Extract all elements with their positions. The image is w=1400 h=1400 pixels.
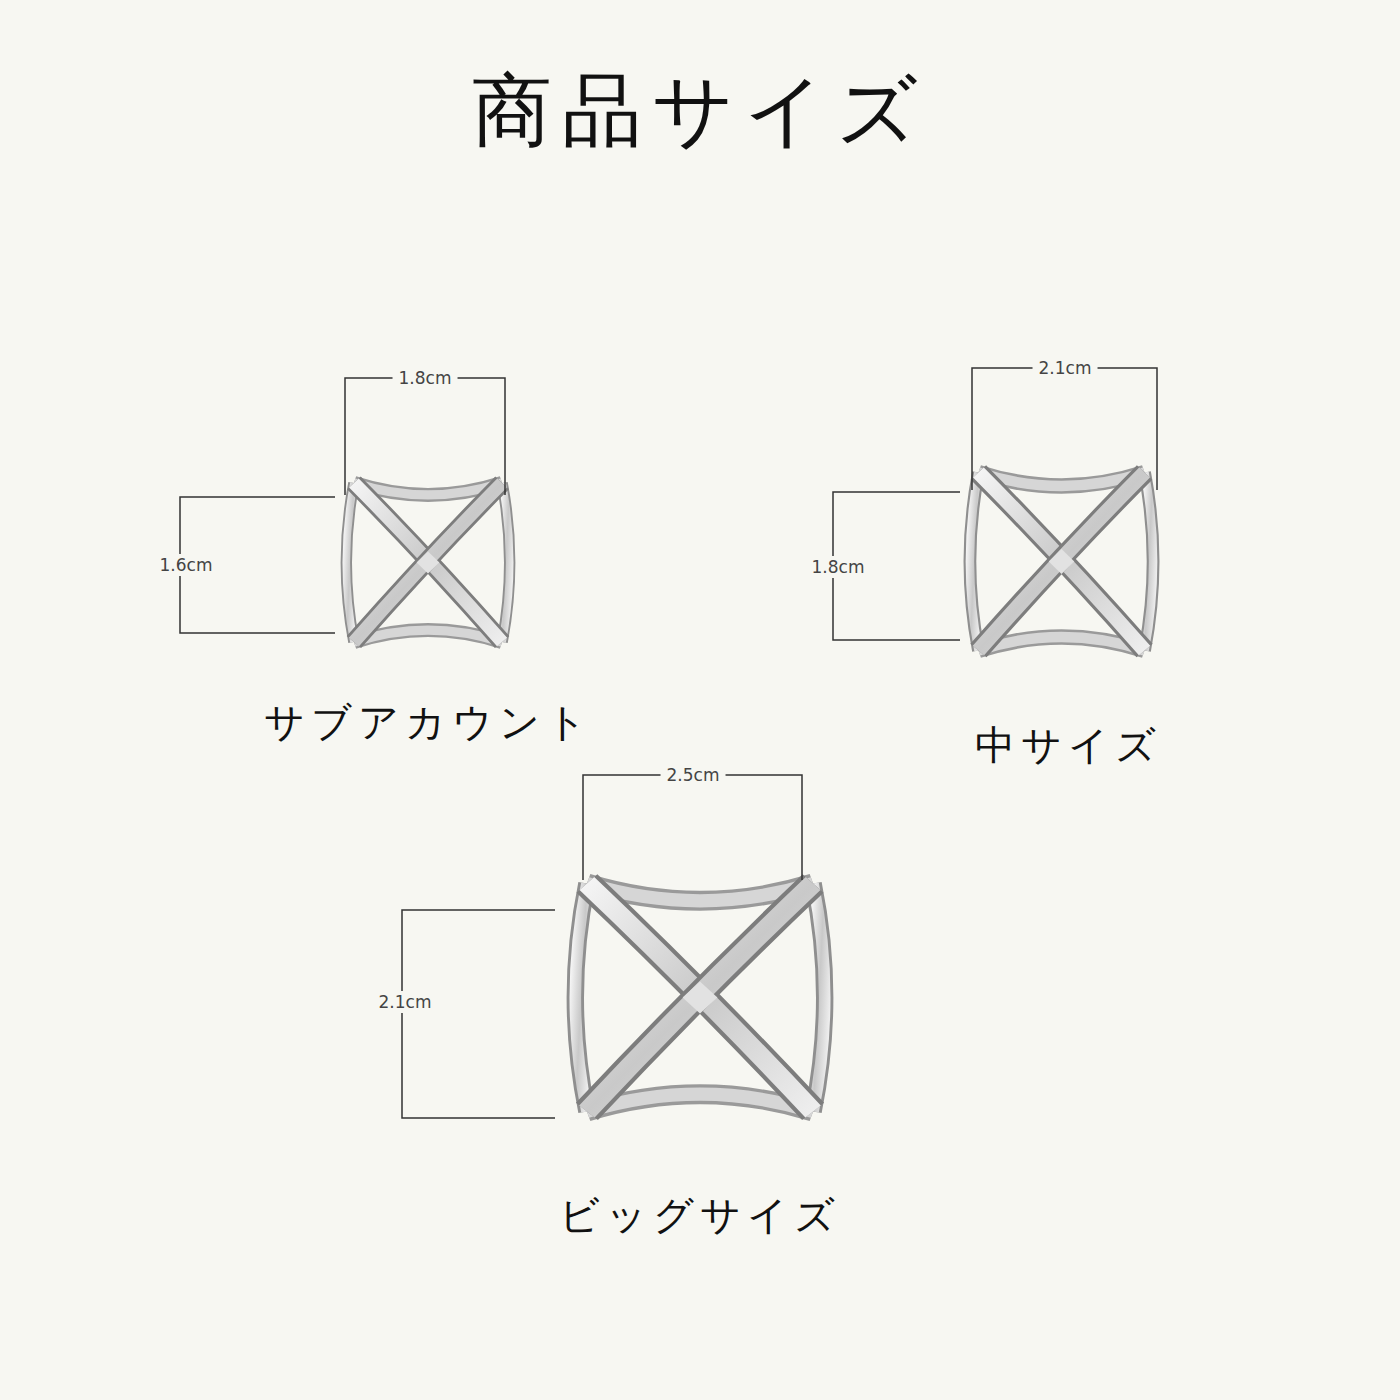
dimension-label: 2.1cm	[373, 991, 438, 1013]
height-bracket	[402, 910, 555, 1118]
dimension-label: 1.8cm	[393, 367, 458, 389]
dimension-label: 2.5cm	[661, 764, 726, 786]
dimension-label: 1.6cm	[154, 554, 219, 576]
big-ring	[575, 884, 824, 1112]
size-name: 中サイズ	[975, 718, 1162, 773]
medium-ring	[970, 472, 1153, 650]
size-name: サブアカウント	[264, 695, 593, 750]
dimension-label: 1.8cm	[806, 556, 871, 578]
page-title: 商品サイズ	[472, 58, 928, 166]
size-name: ビッグサイズ	[559, 1188, 841, 1243]
small-ring	[346, 483, 509, 642]
width-bracket	[583, 775, 802, 880]
width-bracket	[972, 368, 1157, 490]
width-bracket	[345, 378, 505, 495]
dimension-label: 2.1cm	[1033, 357, 1098, 379]
